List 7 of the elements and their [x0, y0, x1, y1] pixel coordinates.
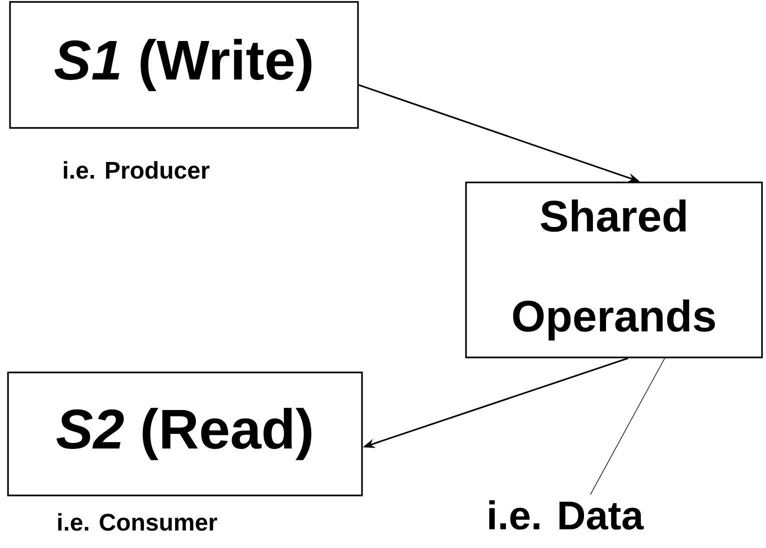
- process-box: Shared Operands: [465, 182, 763, 358]
- beside-label: i.e. Consumer: [58, 513, 218, 531]
- beside-label: i.e. Producer: [64, 161, 210, 179]
- process-box: S2 (Read): [7, 372, 363, 496]
- process-box: S1 (Write): [9, 1, 359, 129]
- text-label: i.e. Data: [489, 500, 644, 530]
- leader-line: [590, 358, 665, 496]
